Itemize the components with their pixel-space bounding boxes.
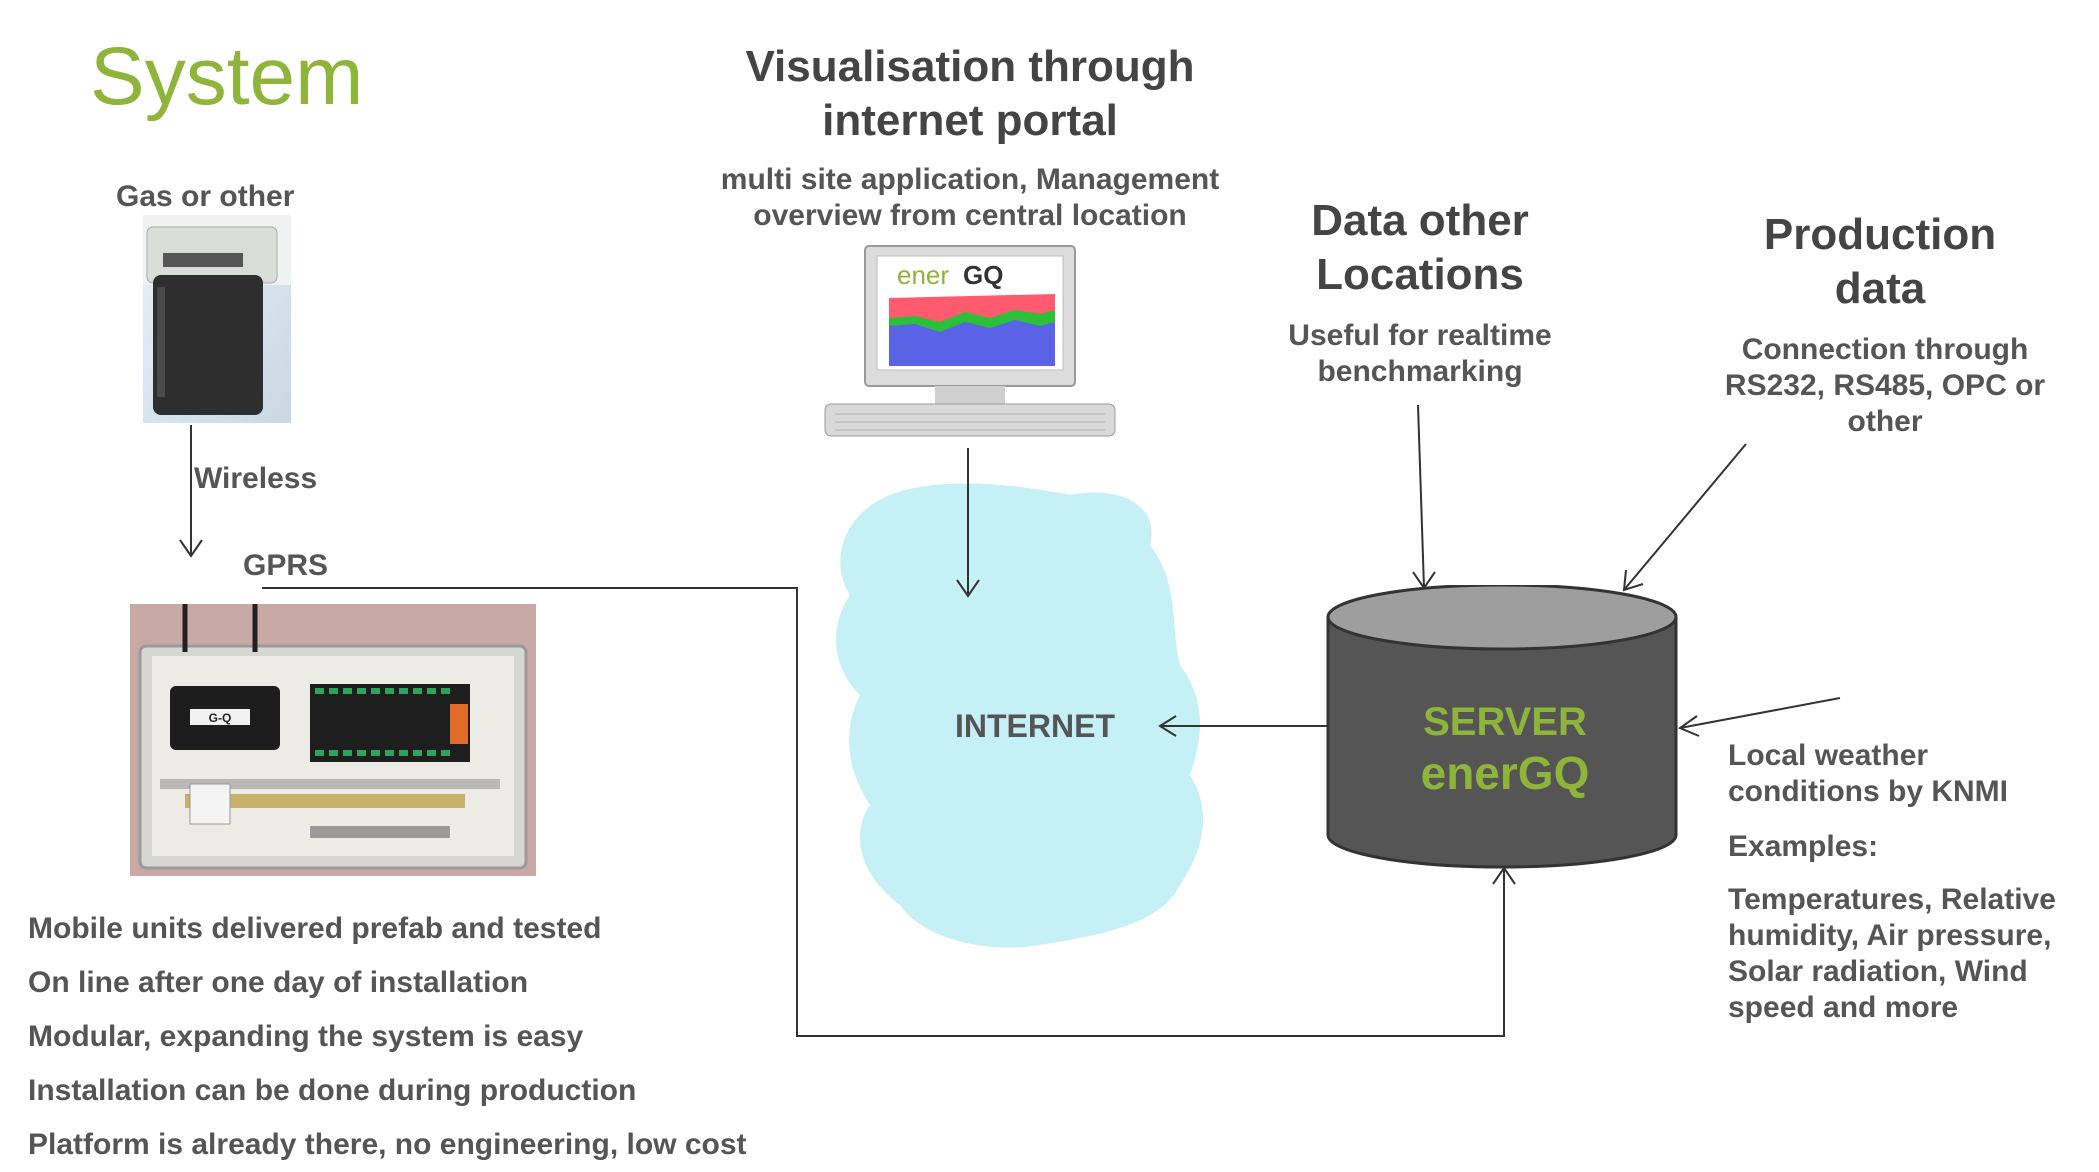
data-other-arrow (1417, 404, 1425, 589)
gprs-connection-line (262, 587, 1505, 1037)
data-other-desc-line2: benchmarking (1317, 355, 1523, 388)
visualisation-desc-line1: multi site application, Management (720, 163, 1220, 196)
visualisation-title-line1: Visualisation through (745, 42, 1195, 91)
production-description: Connection through RS232, RS485, OPC or … (1690, 332, 2080, 440)
server-cylinder (1326, 585, 1678, 869)
data-other-title-line1: Data other (1311, 196, 1529, 245)
data-other-title-line2: Locations (1316, 250, 1524, 299)
production-desc-line2: RS232, RS485, OPC or (1724, 369, 2046, 402)
gprs-label: GPRS (243, 549, 329, 582)
portal-arrowhead (956, 579, 980, 598)
visualisation-description: multi site application, Management overv… (660, 162, 1280, 234)
list-item: Installation can be done during producti… (28, 1074, 637, 1107)
production-desc-line3: other (1847, 405, 1923, 438)
feature-list: Mobile units delivered prefab and tested… (28, 902, 747, 1172)
weather-examples-label: Examples: (1728, 830, 1879, 863)
screen-brand-suffix: GQ (963, 260, 1003, 290)
weather-arrowhead (1677, 715, 1700, 737)
weather-example-line3: Solar radiation, Wind (1728, 955, 2028, 988)
internet-label: INTERNET (955, 708, 1115, 744)
server-label: SERVER enerGQ (1330, 698, 1680, 800)
weather-line1: Local weather (1728, 739, 1929, 772)
visualisation-title-line2: internet portal (822, 96, 1118, 145)
server-label-line2: enerGQ (1420, 747, 1590, 799)
cabinet-image: G-Q (130, 604, 536, 876)
production-arrow (1623, 443, 1747, 591)
production-desc-line1: Connection through (1741, 333, 2029, 366)
server-label-line1: SERVER (1423, 700, 1587, 744)
production-arrowhead (1622, 569, 1644, 592)
weather-description: Local weather conditions by KNMI (1728, 738, 2008, 810)
computer-image: ener GQ (815, 244, 1125, 444)
data-other-desc-line1: Useful for realtime (1288, 319, 1552, 352)
page-title: System (90, 31, 364, 122)
data-other-description: Useful for realtime benchmarking (1250, 318, 1590, 390)
weather-arrow (1679, 697, 1841, 729)
weather-examples-list: Temperatures, Relative humidity, Air pre… (1728, 882, 2056, 1026)
visualisation-title: Visualisation through internet portal (670, 40, 1270, 148)
production-title-line2: data (1834, 264, 1926, 313)
list-item: On line after one day of installation (28, 966, 529, 999)
wireless-label: Wireless (194, 462, 318, 495)
weather-example-line4: speed and more (1728, 991, 1959, 1024)
gas-meter-image (143, 215, 291, 423)
internet-cloud (836, 483, 1204, 948)
screen-brand-prefix: ener (897, 260, 949, 290)
list-item: Platform is already there, no engineerin… (28, 1128, 747, 1161)
list-item: Modular, expanding the system is easy (28, 1020, 584, 1053)
gprs-arrowhead (1492, 866, 1516, 885)
production-title: Production data (1700, 208, 2060, 316)
visualisation-desc-line2: overview from central location (753, 199, 1187, 232)
gas-meter-label: Gas or other (116, 180, 295, 213)
server-internet-arrowhead (1158, 715, 1177, 737)
production-title-line1: Production (1763, 210, 1997, 259)
weather-line2: conditions by KNMI (1728, 775, 2008, 808)
data-other-arrowhead (1412, 571, 1436, 590)
weather-example-line1: Temperatures, Relative (1728, 883, 2056, 916)
list-item: Mobile units delivered prefab and tested (28, 912, 602, 945)
wireless-arrowhead (179, 539, 203, 558)
cabinet-logo: G-Q (209, 711, 232, 725)
weather-example-line2: humidity, Air pressure, (1728, 919, 2052, 952)
data-other-title: Data other Locations (1260, 194, 1580, 302)
